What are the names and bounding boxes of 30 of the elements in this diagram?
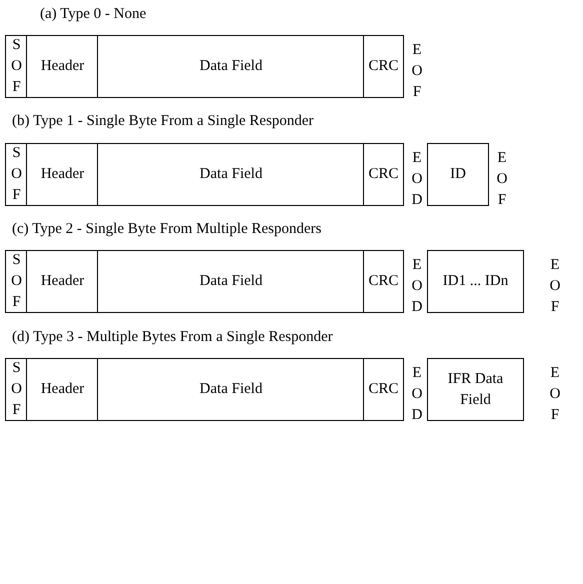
- start-of-frame-field: S O F: [5, 35, 28, 98]
- frame-delimiter-label: E O F: [548, 256, 562, 317]
- frame-field: Header: [26, 250, 99, 313]
- frame-field: Header: [26, 35, 99, 98]
- frame-delimiter-label: E O F: [548, 364, 562, 425]
- frame-field: Data Field: [97, 250, 365, 313]
- frame-field: ID: [427, 143, 489, 206]
- frame-delimiter-label: E O F: [496, 149, 508, 210]
- frame-delimiter-label: E O D: [410, 149, 424, 210]
- frame-type-title: (c) Type 2 - Single Byte From Multiple Responders: [12, 221, 322, 238]
- frame-field: Data Field: [97, 358, 365, 421]
- frame-field: CRC: [363, 35, 404, 98]
- frame-field: CRC: [363, 358, 404, 421]
- frame-field: Header: [26, 358, 99, 421]
- start-of-frame-field: S O F: [5, 143, 28, 206]
- frame-field: CRC: [363, 143, 404, 206]
- frame-type-title: (d) Type 3 - Multiple Bytes From a Single Responder: [12, 329, 333, 346]
- frame-field: ID1 ... IDn: [427, 250, 524, 313]
- frame-field: IFR Data Field: [427, 358, 524, 421]
- start-of-frame-field: S O F: [5, 250, 28, 313]
- frame-field: Header: [26, 143, 99, 206]
- frame-delimiter-label: E O D: [410, 256, 424, 317]
- frame-field: Data Field: [97, 143, 365, 206]
- frame-type-title: (a) Type 0 - None: [40, 6, 146, 23]
- frame-field: Data Field: [97, 35, 365, 98]
- frame-delimiter-label: E O D: [410, 364, 424, 425]
- start-of-frame-field: S O F: [5, 358, 28, 421]
- frame-delimiter-label: E O F: [410, 41, 424, 102]
- frame-type-title: (b) Type 1 - Single Byte From a Single Responder: [12, 113, 314, 130]
- frame-field: CRC: [363, 250, 404, 313]
